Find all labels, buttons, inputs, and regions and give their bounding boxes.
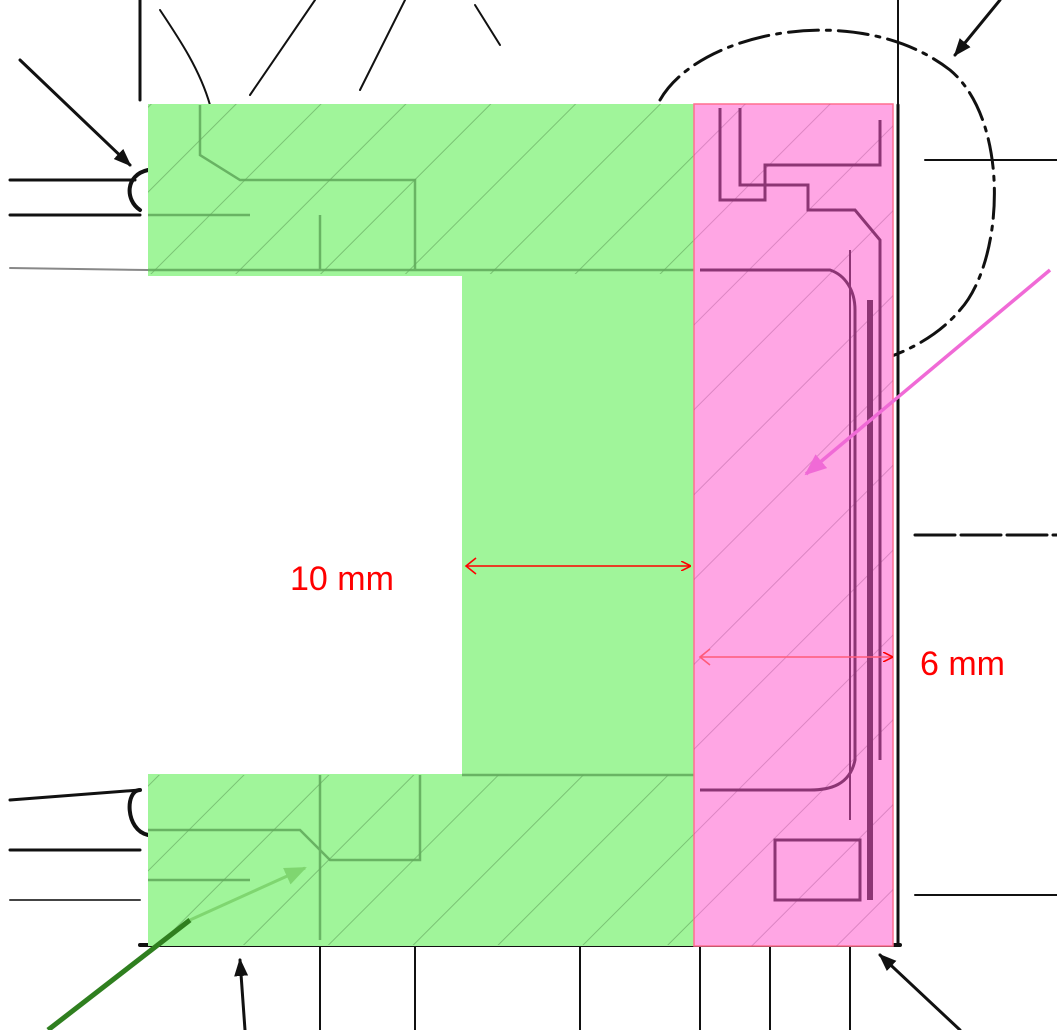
- dimension-left-label: 10 mm: [290, 560, 394, 598]
- dimension-right: 6 mm: [698, 645, 1005, 683]
- dimension-left: 10 mm: [290, 557, 690, 598]
- pink-pointer-arrow: [804, 268, 1052, 476]
- green-pointer-arrow-tail: [46, 918, 192, 1030]
- green-pointer-arrow-head: [189, 866, 307, 922]
- dimension-right-label: 6 mm: [920, 645, 1005, 683]
- pink-region: [693, 103, 894, 947]
- cutout: [0, 276, 462, 774]
